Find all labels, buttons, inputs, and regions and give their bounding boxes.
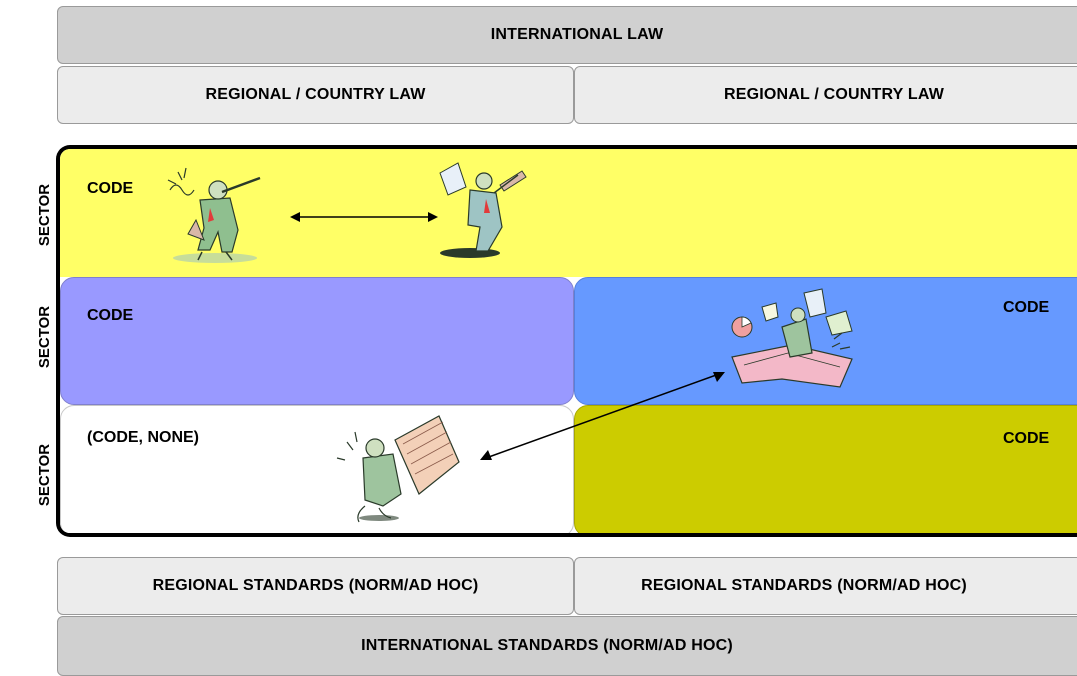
sector-label-1: SECTOR xyxy=(36,183,53,247)
double-arrow-diagonal xyxy=(480,372,725,460)
code-label-sector-2-left: CODE xyxy=(87,307,134,324)
regional-standards-left-box: REGIONAL STANDARDS (NORM/AD HOC) xyxy=(57,557,574,615)
musician-figure-illustration xyxy=(167,167,261,263)
regional-standards-right-box: REGIONAL STANDARDS (NORM/AD HOC) xyxy=(574,557,1077,615)
international-standards-label: INTERNATIONAL STANDARDS (NORM/AD HOC) xyxy=(361,637,733,654)
international-standards-box: INTERNATIONAL STANDARDS (NORM/AD HOC) xyxy=(57,616,1077,676)
code-label-sector-3-left: (CODE, NONE) xyxy=(87,429,199,446)
international-law-box: INTERNATIONAL LAW xyxy=(57,6,1077,64)
regional-law-left-box: REGIONAL / COUNTRY LAW xyxy=(57,66,574,124)
sector-label-2: SECTOR xyxy=(36,305,53,369)
exploding-papers-illustration xyxy=(731,288,853,388)
sector-label-3: SECTOR xyxy=(36,443,53,507)
sector-3-right-code-cell xyxy=(574,405,1077,533)
double-arrow-sector-1 xyxy=(290,212,438,222)
code-label-sector-3-right: CODE xyxy=(1003,430,1050,447)
international-law-label: INTERNATIONAL LAW xyxy=(490,26,664,43)
sector-3-left-code-cell xyxy=(60,405,574,533)
regional-law-left-label: REGIONAL / COUNTRY LAW xyxy=(205,86,426,103)
regional-law-right-box: REGIONAL / COUNTRY LAW xyxy=(574,66,1077,124)
figure-with-book-illustration xyxy=(336,415,460,523)
regional-standards-right-label: REGIONAL STANDARDS (NORM/AD HOC) xyxy=(641,577,967,594)
sector-2-left-code-cell xyxy=(60,277,574,405)
regional-law-right-label: REGIONAL / COUNTRY LAW xyxy=(723,86,945,103)
sector-matrix xyxy=(56,145,1077,537)
regional-standards-left-label: REGIONAL STANDARDS (NORM/AD HOC) xyxy=(152,577,479,594)
code-label-sector-1: CODE xyxy=(87,180,134,197)
flying-papers-figure-illustration xyxy=(439,162,527,258)
code-label-sector-2-right: CODE xyxy=(1003,299,1050,316)
